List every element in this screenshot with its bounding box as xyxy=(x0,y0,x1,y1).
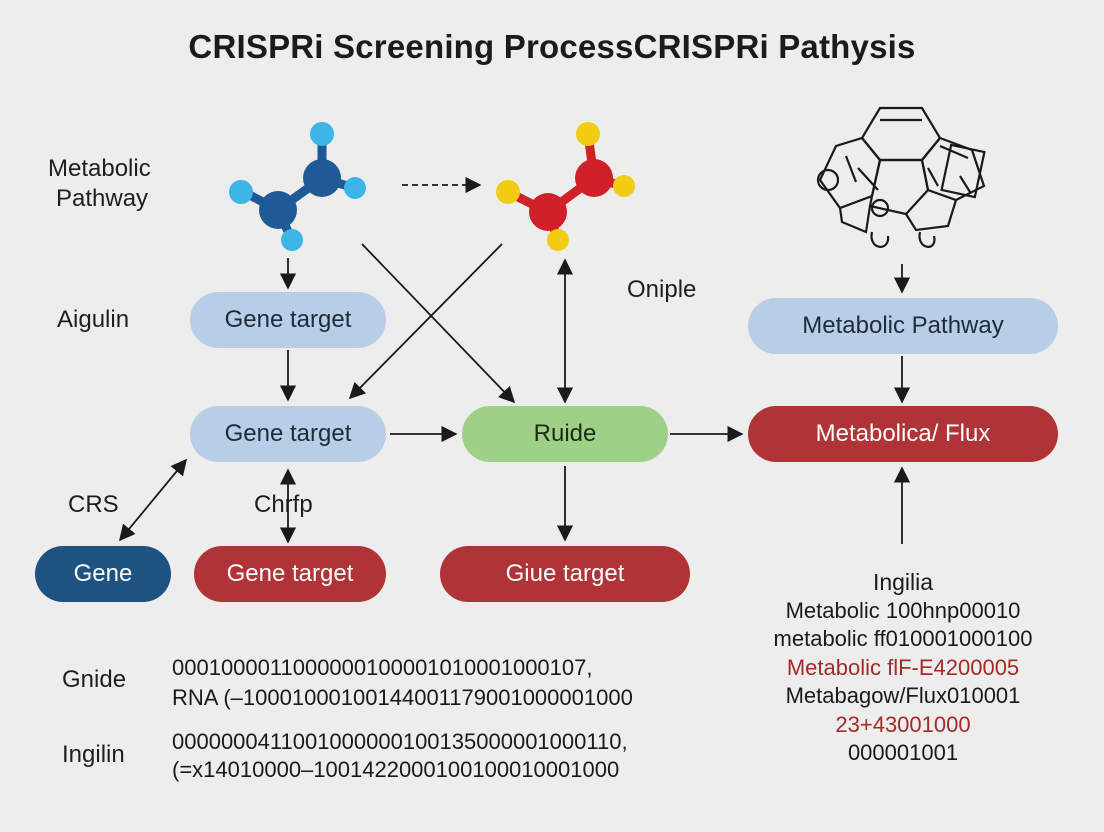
page-title: CRISPRi Screening ProcessCRISPRi Pathysi… xyxy=(188,28,916,65)
blue-molecule-icon xyxy=(229,122,366,251)
gene-target-node-bottom[interactable]: Gene target xyxy=(194,546,386,602)
gene-target-node-middle[interactable]: Gene target xyxy=(190,406,386,462)
metabolic-flux-node[interactable]: Metabolica/ Flux xyxy=(748,406,1058,462)
ruide-node[interactable]: Ruide xyxy=(462,406,668,462)
red-molecule-icon xyxy=(496,122,635,251)
pathway-structure-icon xyxy=(816,106,986,248)
ingila-heading: Ingilia xyxy=(872,569,934,595)
ingila-line: Metabagow/Flux010001 xyxy=(785,683,1021,708)
giue-target-node[interactable]: Giue target xyxy=(440,546,690,602)
ingila-line: Metabolic 100hnp00010 xyxy=(785,597,1021,623)
gene-target-node-top[interactable]: Gene target xyxy=(190,292,386,348)
oniple-label: Oniple xyxy=(627,276,697,303)
gnide-label: Gnide xyxy=(62,666,127,693)
ingila-line: 000001001 xyxy=(847,740,959,765)
metabolic-pathway-label-line1: Metabolic xyxy=(48,155,151,182)
gene-node[interactable]: Gene xyxy=(35,546,171,602)
metabolic-pathway-label-line2: Pathway xyxy=(56,185,149,212)
crs-label: CRS xyxy=(68,491,119,518)
ingilin-sequence-line1: 0000000411001000000100135000001000110, xyxy=(172,729,628,754)
gnide-sequence-line2: RNA (–10001000100144001179001000001000 xyxy=(172,685,633,710)
metabolic-pathway-label: Metabolic Pathway xyxy=(48,154,151,214)
ingila-text-block: Ingilia Metabolic 100hnp00010 metabolic … xyxy=(740,568,1066,768)
ingilin-label: Ingilin xyxy=(62,741,125,768)
ingila-line: Metabolic flF-E4200005 xyxy=(786,654,1020,680)
ingila-line: metabolic ff010001000100 xyxy=(773,626,1033,651)
ingila-line: 23+43001000 xyxy=(835,711,971,737)
aigulin-label: Aigulin xyxy=(57,306,130,333)
gnide-sequence-line1: 0001000011000000100001010001000107, xyxy=(172,655,593,680)
ingilin-sequence-line2: (=x14010000–1001422000100100010001000 xyxy=(172,757,620,782)
chrfp-label: Chrfp xyxy=(254,491,313,518)
metabolic-pathway-node[interactable]: Metabolic Pathway xyxy=(748,298,1058,354)
